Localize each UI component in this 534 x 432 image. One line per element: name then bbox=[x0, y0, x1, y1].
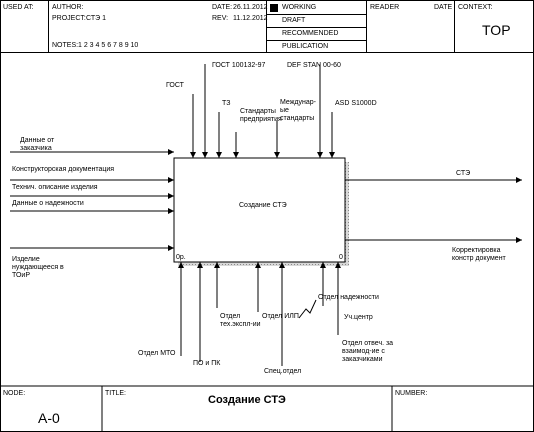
status-publication: PUBLICATION bbox=[282, 43, 329, 50]
status-draft: DRAFT bbox=[282, 17, 306, 24]
rev-label: REV: bbox=[212, 15, 229, 22]
control-label-gost: ГОСТ bbox=[166, 82, 184, 89]
date-value: 26.11.2012 bbox=[233, 4, 268, 11]
activity-number: 0 bbox=[339, 254, 343, 261]
notes-value: 1 2 3 4 5 6 7 8 9 10 bbox=[78, 42, 139, 49]
status-marker bbox=[270, 4, 278, 12]
project-label: PROJECT: bbox=[52, 15, 86, 22]
header-divider bbox=[48, 0, 49, 52]
used-at-label: USED AT: bbox=[3, 4, 34, 11]
control-label-tz: ТЗ bbox=[222, 100, 231, 107]
input-label-product: Изделие нуждающееся в ТОиР bbox=[12, 256, 64, 279]
node-value: A-0 bbox=[38, 410, 60, 426]
status-line bbox=[266, 14, 366, 15]
title-label: TITLE: bbox=[105, 390, 127, 397]
author-label: AUTHOR: bbox=[52, 4, 84, 11]
status-line bbox=[266, 27, 366, 28]
mechanism-label-tech-ops: Отдел тех.экспл-ии bbox=[220, 313, 261, 328]
output-arrows bbox=[345, 177, 522, 243]
context-value: TOP bbox=[482, 22, 511, 38]
mechanism-arrows bbox=[178, 262, 341, 366]
project-value: СТЭ 1 bbox=[86, 15, 106, 22]
activity-cost: 0р. bbox=[176, 254, 186, 261]
input-arrows bbox=[10, 149, 174, 251]
status-line bbox=[266, 40, 366, 41]
mechanism-label-software: ПО и ПК bbox=[193, 360, 221, 367]
mechanism-label-training-center: Уч.центр bbox=[344, 314, 373, 321]
activity-box bbox=[173, 157, 346, 263]
rev-value: 11.12.2012 bbox=[233, 15, 268, 22]
status-recommended: RECOMMENDED bbox=[282, 30, 339, 37]
mechanism-squiggle bbox=[298, 299, 317, 319]
activity-name: Создание СТЭ bbox=[239, 202, 287, 209]
header-divider bbox=[266, 0, 267, 52]
notes-label: NOTES: bbox=[52, 42, 79, 49]
control-label-gost-100132: ГОСТ 100132-97 bbox=[212, 62, 266, 69]
input-label-customer-data: Данные от заказчика bbox=[20, 137, 55, 152]
date-label: DATE: bbox=[212, 4, 233, 11]
control-label-enterprise-standards: Стандарты предприятия bbox=[240, 108, 282, 123]
control-arrows bbox=[190, 64, 335, 158]
output-label-correction: Корректировка констр документ bbox=[452, 247, 506, 262]
input-label-tech-description: Технич. описание изделия bbox=[12, 184, 98, 191]
node-label: NODE: bbox=[3, 390, 26, 397]
header-bottom-line bbox=[0, 52, 534, 53]
mechanism-label-ilp: Отдел ИЛП bbox=[262, 313, 299, 320]
reader-date-label: DATE bbox=[434, 4, 453, 11]
mechanism-label-special: Спец.отдел bbox=[264, 368, 302, 375]
mechanism-label-reliability-dept: Отдел надежности bbox=[318, 294, 379, 301]
input-label-design-docs: Конструкторская документация bbox=[12, 166, 115, 173]
control-label-def-stan: DEF STAN 00-60 bbox=[287, 62, 341, 69]
header-divider bbox=[454, 0, 455, 52]
context-label: CONTEXT: bbox=[458, 4, 493, 11]
control-label-international-standards: Междунар-ые стандарты bbox=[280, 99, 316, 122]
output-label-ste: СТЭ bbox=[456, 170, 471, 177]
header-divider bbox=[366, 0, 367, 52]
input-label-reliability-data: Данные о надежности bbox=[12, 200, 84, 207]
mechanism-label-mto: Отдел МТО bbox=[138, 350, 176, 357]
diagram-title: Создание СТЭ bbox=[208, 394, 286, 406]
control-label-asd: ASD S1000D bbox=[335, 100, 377, 107]
status-working: WORKING bbox=[282, 4, 317, 11]
number-label: NUMBER: bbox=[395, 390, 428, 397]
reader-label: READER bbox=[370, 4, 400, 11]
mechanism-label-customer-relations: Отдел отвеч. за взаимод-ие с заказчиками bbox=[342, 340, 394, 363]
